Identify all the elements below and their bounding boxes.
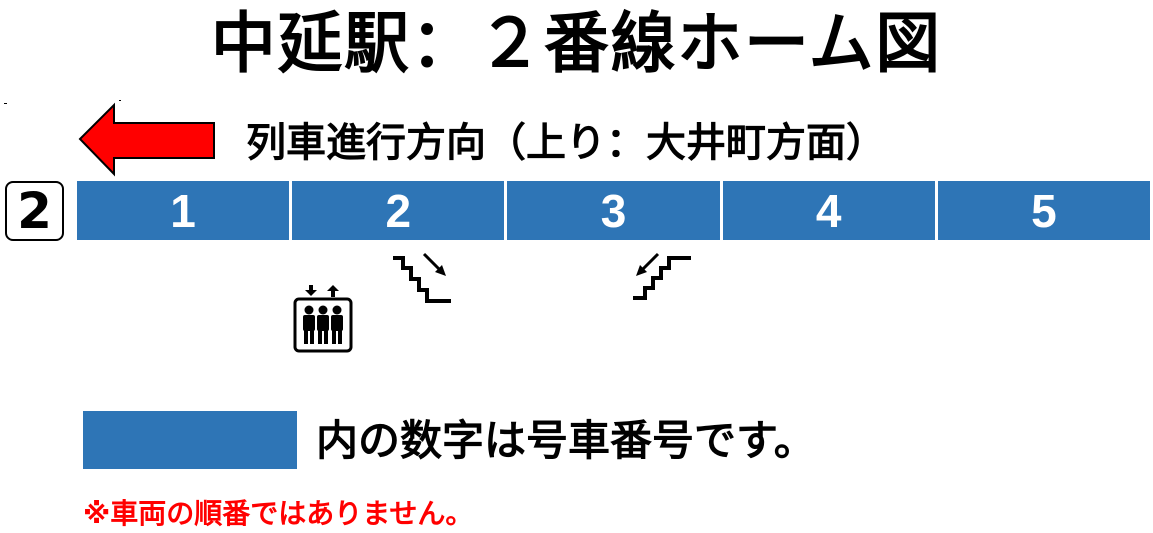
left-arrow-icon bbox=[78, 102, 215, 177]
stairs-up-icon bbox=[633, 252, 691, 300]
car-4: 4 bbox=[722, 181, 935, 240]
train-cars: 1 2 3 4 5 bbox=[77, 181, 1151, 240]
page-title: 中延駅：２番線ホーム図 bbox=[210, 5, 943, 82]
track-number-badge: 2 bbox=[5, 181, 64, 241]
stray-mark bbox=[4, 103, 7, 104]
elevator-icon bbox=[293, 285, 353, 353]
car-5: 5 bbox=[937, 181, 1151, 240]
car-1: 1 bbox=[77, 181, 290, 240]
direction-label: 列車進行方向（上り：大井町方面） bbox=[246, 120, 886, 166]
stairs-down-icon bbox=[393, 252, 451, 303]
legend-swatch bbox=[83, 411, 297, 469]
car-2: 2 bbox=[292, 181, 505, 240]
note-text: ※車両の順番ではありません。 bbox=[83, 497, 474, 530]
car-3: 3 bbox=[507, 181, 720, 240]
stray-mark bbox=[119, 100, 121, 101]
legend-text: 内の数字は号車番号です。 bbox=[316, 416, 816, 465]
